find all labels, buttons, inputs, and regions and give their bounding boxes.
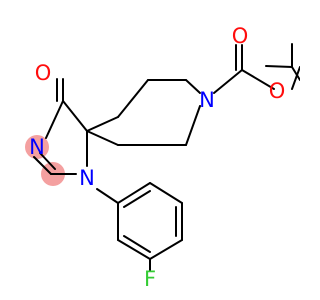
bond-ester-tbu — [291, 66, 300, 90]
bond-imine-double-2 — [39, 152, 56, 170]
atom-oxygen-ring-carbonyl: O — [35, 61, 52, 85]
bond-aryl-inner-3 — [123, 235, 151, 253]
bond-spiro-pip-a — [86, 116, 119, 132]
bond-aryl-4 — [149, 239, 183, 260]
highlight-imine-nitrogen — [25, 135, 49, 159]
bond-carbonyl-spiro — [62, 100, 88, 132]
atom-oxygen-ester: O — [269, 79, 286, 103]
bond-aryl-5 — [117, 239, 151, 260]
atom-nitrogen-aryl: N — [79, 166, 95, 190]
atom-nitrogen-imine: N — [29, 135, 45, 159]
bond-n-aryl — [96, 188, 119, 204]
bond-n-carbonyl — [213, 69, 243, 94]
bond-carbonyl-imine-n — [45, 100, 64, 139]
bond-aryl-1 — [117, 182, 151, 204]
bond-pip-n-right — [185, 105, 201, 146]
bond-carbonyl-ester-o — [241, 69, 275, 90]
atom-oxygen-boc-carbonyl: O — [232, 24, 249, 48]
bond-tbu-methyl-left — [265, 65, 293, 68]
atom-nitrogen-piperidine: N — [199, 88, 215, 112]
molecule-structure: O N N N O O F — [25, 24, 300, 291]
atom-fluorine: F — [144, 267, 156, 291]
bond-pip-ab — [117, 79, 149, 118]
bond-tbu-methyl-right — [291, 66, 300, 81]
bond-aryl-2 — [149, 182, 183, 204]
bond-imine-double-1 — [33, 156, 52, 175]
bond-spiro-pip-c — [86, 130, 119, 146]
bond-pip-n-left — [185, 79, 201, 94]
bond-aryl-inner-1 — [123, 190, 151, 208]
molecule-canvas: O N N N O O F — [25, 24, 300, 291]
